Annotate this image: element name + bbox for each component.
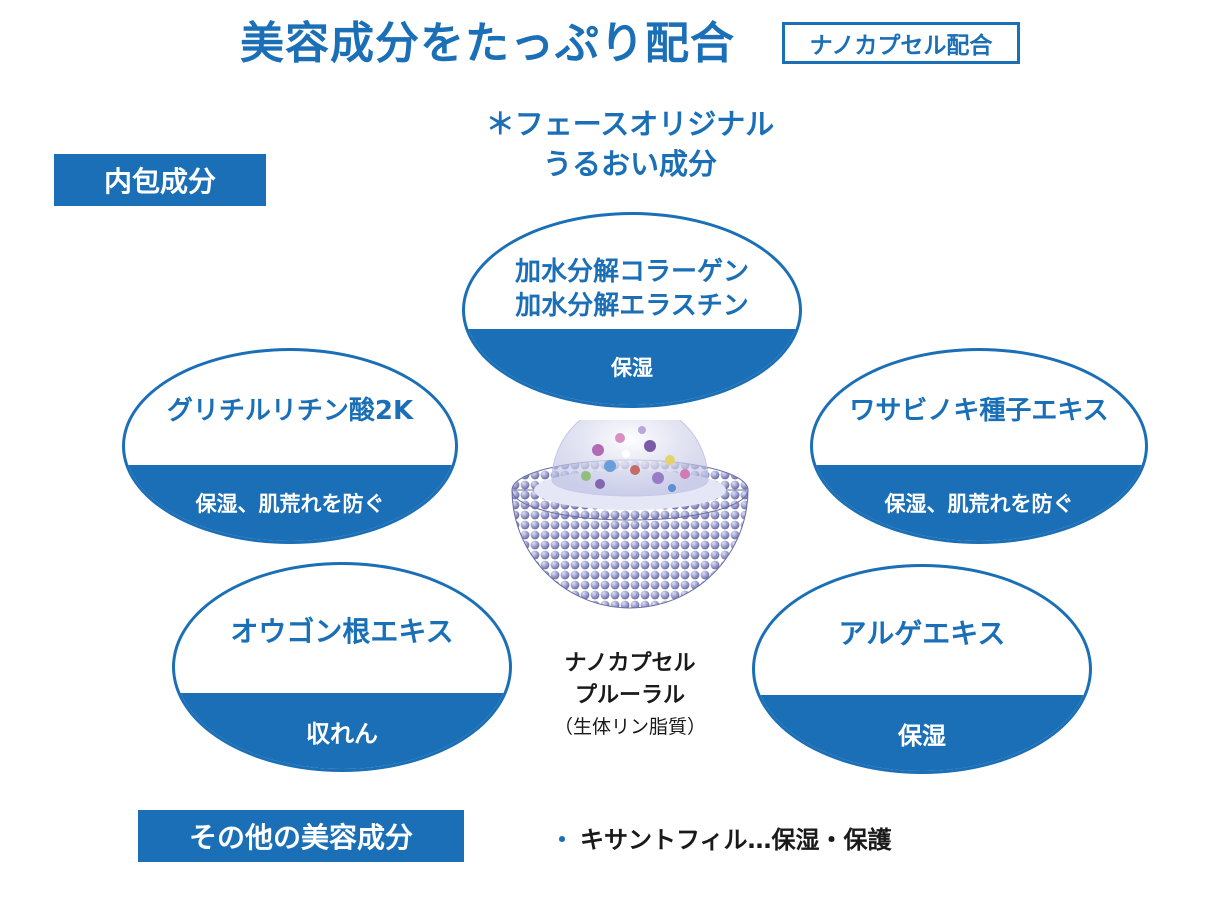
ingredient-effect: 保湿 xyxy=(755,695,1089,771)
nano-capsule-badge: ナノカプセル配合 xyxy=(782,22,1020,64)
ingredient-ellipse-glycyrrhizinate: グリチルリチン酸2K 保湿、肌荒れを防ぐ xyxy=(122,348,458,544)
ingredient-effect: 保湿、肌荒れを防ぐ xyxy=(125,465,455,541)
ingredient-name: オウゴン根エキス xyxy=(230,615,454,648)
nano-capsule-illustration xyxy=(511,420,749,609)
ingredient-effect: 収れん xyxy=(175,693,509,769)
capsule-caption-line-1: ナノカプセル xyxy=(564,651,696,676)
other-ingredient-item: ・キサントフィル…保湿・保護 xyxy=(550,820,892,855)
ingredient-name-line-1: 加水分解コラーゲン xyxy=(514,257,749,287)
capsule-caption-line-3: （生体リン脂質） xyxy=(553,716,706,738)
ingredient-ellipse-collagen: 加水分解コラーゲン 加水分解エラスチン 保湿 xyxy=(462,212,802,408)
subtitle: ＊フェースオリジナル うるおい成分 xyxy=(420,104,840,184)
bullet: ・ xyxy=(550,826,574,854)
ingredient-ellipse-algae: アルゲエキス 保湿 xyxy=(752,564,1092,774)
other-ingredient-text: キサントフィル…保湿・保護 xyxy=(580,826,892,854)
ingredient-name-line-2: 加水分解エラスチン xyxy=(515,291,749,321)
ingredient-name: 加水分解コラーゲン 加水分解エラスチン xyxy=(465,215,799,349)
subtitle-line-2: うるおい成分 xyxy=(542,147,717,181)
capsule-caption: ナノカプセル プルーラル （生体リン脂質） xyxy=(520,648,740,742)
other-ingredients-label: その他の美容成分 xyxy=(138,810,464,862)
ingredient-effect: 保湿 xyxy=(465,329,799,405)
ingredient-name: ワサビノキ種子エキス xyxy=(849,396,1109,426)
subtitle-line-1: ＊フェースオリジナル xyxy=(485,107,775,141)
ingredient-ellipse-moringa: ワサビノキ種子エキス 保湿、肌荒れを防ぐ xyxy=(810,348,1148,544)
capsule-caption-line-2: プルーラル xyxy=(574,683,685,708)
page-title: 美容成分をたっぷり配合 xyxy=(240,18,735,69)
ingredient-ellipse-scutellaria: オウゴン根エキス 収れん xyxy=(172,562,512,772)
inner-ingredients-label: 内包成分 xyxy=(54,154,266,206)
ingredient-name: アルゲエキス xyxy=(838,617,1006,650)
ingredient-name: グリチルリチン酸2K xyxy=(166,396,414,426)
ingredient-effect: 保湿、肌荒れを防ぐ xyxy=(813,465,1145,541)
